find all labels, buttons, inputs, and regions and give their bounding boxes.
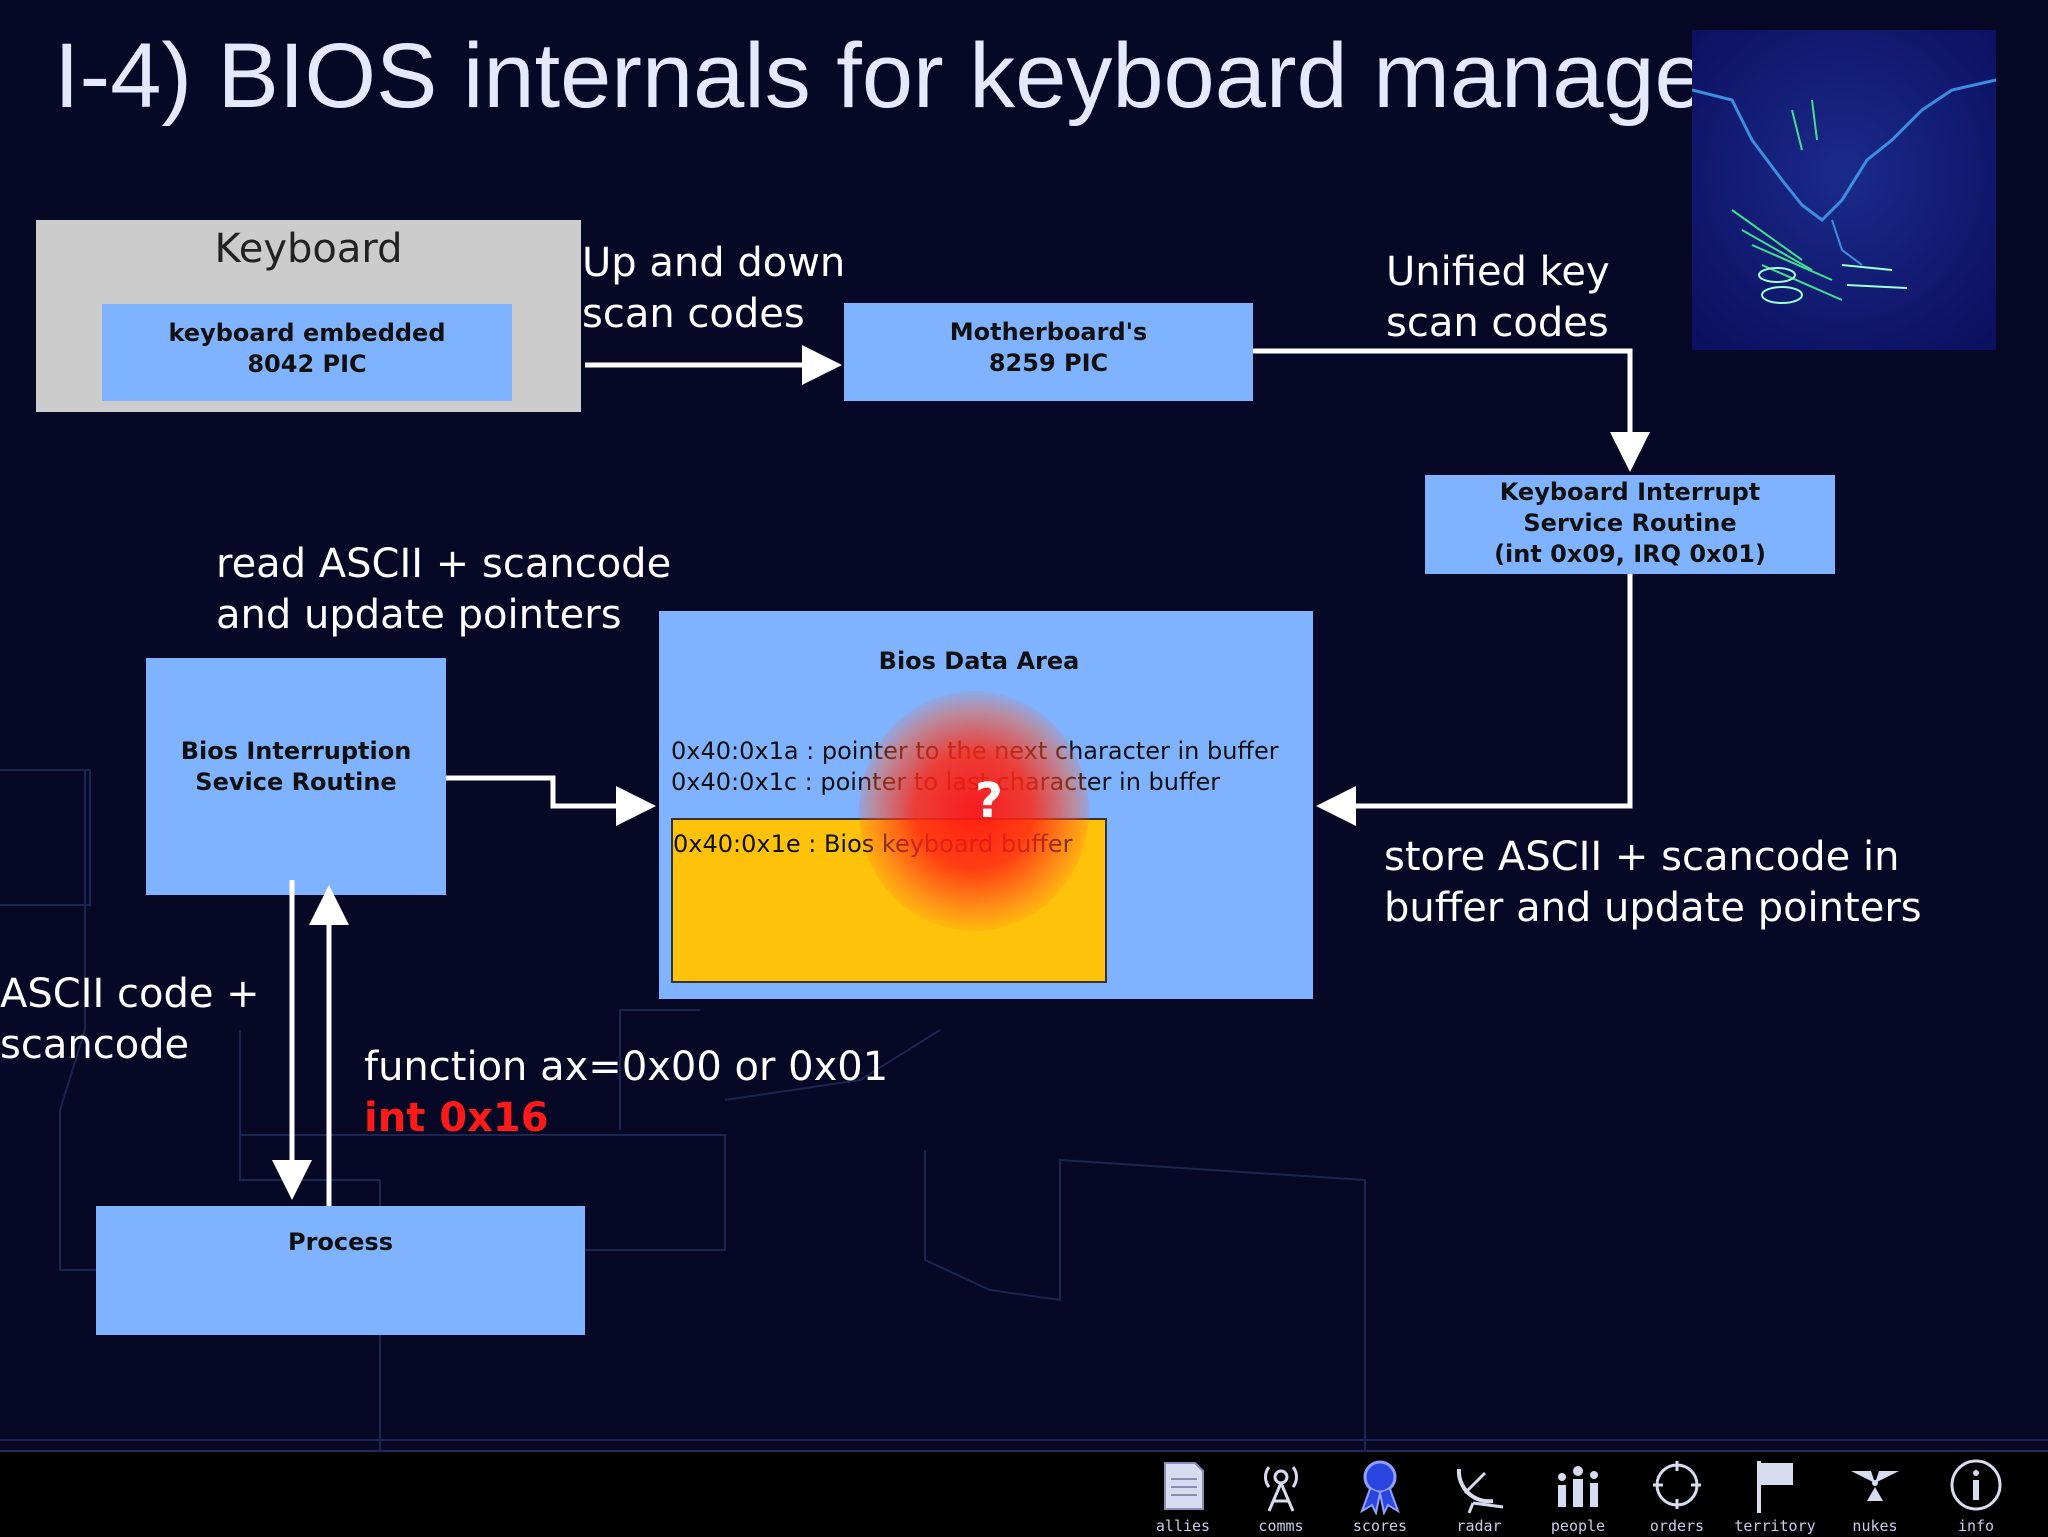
bios-data-area: Bios Data Area 0x40:0x1a : pointer to th…	[659, 611, 1313, 999]
motherboard-8259-pic-box: Motherboard's 8259 PIC	[844, 303, 1253, 401]
int-0x16-label: int 0x16	[364, 1095, 549, 1141]
read-ascii-line1: read ASCII + scancode	[216, 541, 672, 587]
orders-icon	[1653, 1461, 1701, 1509]
antenna-icon	[1264, 1466, 1298, 1512]
ribbon-icon	[1360, 1460, 1400, 1515]
taskbar-info[interactable]: info	[1931, 1455, 2021, 1535]
ascii-code-label: ASCII code + scancode	[0, 969, 260, 1071]
taskbar-label: allies	[1155, 1517, 1211, 1535]
read-ascii-label: read ASCII + scancode and update pointer…	[216, 539, 671, 641]
taskbar-label: orders	[1649, 1517, 1705, 1535]
keyboard-8042-pic-box: keyboard embedded 8042 PIC	[102, 304, 512, 401]
unified-line2: scan codes	[1386, 300, 1609, 346]
process-label: Process	[288, 1228, 393, 1256]
function-line: function ax=0x00 or 0x01	[364, 1044, 889, 1090]
people-icon	[1558, 1466, 1598, 1507]
keyboard-pic-line1: keyboard embedded	[168, 319, 446, 347]
ascii-code-line1: ASCII code +	[0, 971, 260, 1017]
up-down-scan-codes-label: Up and down scan codes	[582, 238, 845, 340]
taskbar-label: scores	[1352, 1517, 1408, 1535]
world-minimap[interactable]	[1692, 30, 1996, 350]
taskbar-label: info	[1957, 1517, 1995, 1535]
document-icon	[1164, 1462, 1204, 1510]
taskbar-radar[interactable]: radar	[1434, 1455, 1524, 1535]
ascii-code-line2: scancode	[0, 1022, 190, 1068]
motherboard-line1: Motherboard's	[949, 318, 1148, 346]
taskbar-allies[interactable]: allies	[1138, 1455, 1228, 1535]
bios-data-area-title: Bios Data Area	[878, 647, 1080, 675]
taskbar-label: territory	[1734, 1517, 1816, 1535]
taskbar-scores[interactable]: scores	[1335, 1455, 1425, 1535]
question-mark-icon: ?	[975, 773, 1003, 829]
bios-isr-line1: Bios Interruption	[180, 737, 412, 765]
unified-line1: Unified key	[1386, 249, 1610, 295]
radar-dish-icon	[1456, 1468, 1504, 1514]
taskbar-label: comms	[1258, 1517, 1304, 1535]
read-ascii-line2: and update pointers	[216, 592, 622, 638]
unified-scan-codes-label: Unified key scan codes	[1386, 247, 1610, 349]
kisr-line1: Keyboard Interrupt	[1499, 478, 1761, 506]
function-label: function ax=0x00 or 0x01 int 0x16	[364, 1042, 888, 1144]
taskbar-label: radar	[1456, 1517, 1502, 1535]
info-icon	[1950, 1459, 2002, 1511]
taskbar-territory[interactable]: territory	[1730, 1455, 1820, 1535]
keyboard-isr-box: Keyboard Interrupt Service Routine (int …	[1425, 475, 1835, 574]
store-ascii-line2: buffer and update pointers	[1384, 885, 1922, 931]
taskbar-people[interactable]: people	[1533, 1455, 1623, 1535]
kisr-line2: Service Routine	[1523, 509, 1737, 537]
page-title: I-4) BIOS internals for keyboard managem…	[54, 25, 1911, 127]
taskbar	[0, 1450, 2048, 1537]
taskbar-comms[interactable]: comms	[1236, 1455, 1326, 1535]
radiation-icon	[1851, 1471, 1899, 1501]
bios-isr-line2: Sevice Routine	[195, 768, 397, 796]
store-ascii-line1: store ASCII + scancode in	[1384, 834, 1900, 880]
highlight-marker	[859, 691, 1089, 931]
kisr-line3: (int 0x09, IRQ 0x01)	[1494, 540, 1766, 568]
taskbar-nukes[interactable]: nukes	[1830, 1455, 1920, 1535]
taskbar-label: nukes	[1852, 1517, 1898, 1535]
flag-icon	[1757, 1461, 1793, 1513]
taskbar-label: people	[1550, 1517, 1606, 1535]
keyboard-title: Keyboard	[214, 226, 403, 272]
process-box: Process	[96, 1206, 585, 1335]
up-down-line1: Up and down	[582, 240, 846, 286]
bios-isr-box: Bios Interruption Sevice Routine	[146, 658, 446, 895]
motherboard-line2: 8259 PIC	[988, 349, 1109, 377]
store-ascii-label: store ASCII + scancode in buffer and upd…	[1384, 832, 1922, 934]
keyboard-pic-line2: 8042 PIC	[247, 350, 367, 378]
up-down-line2: scan codes	[582, 291, 805, 337]
taskbar-orders[interactable]: orders	[1632, 1455, 1722, 1535]
